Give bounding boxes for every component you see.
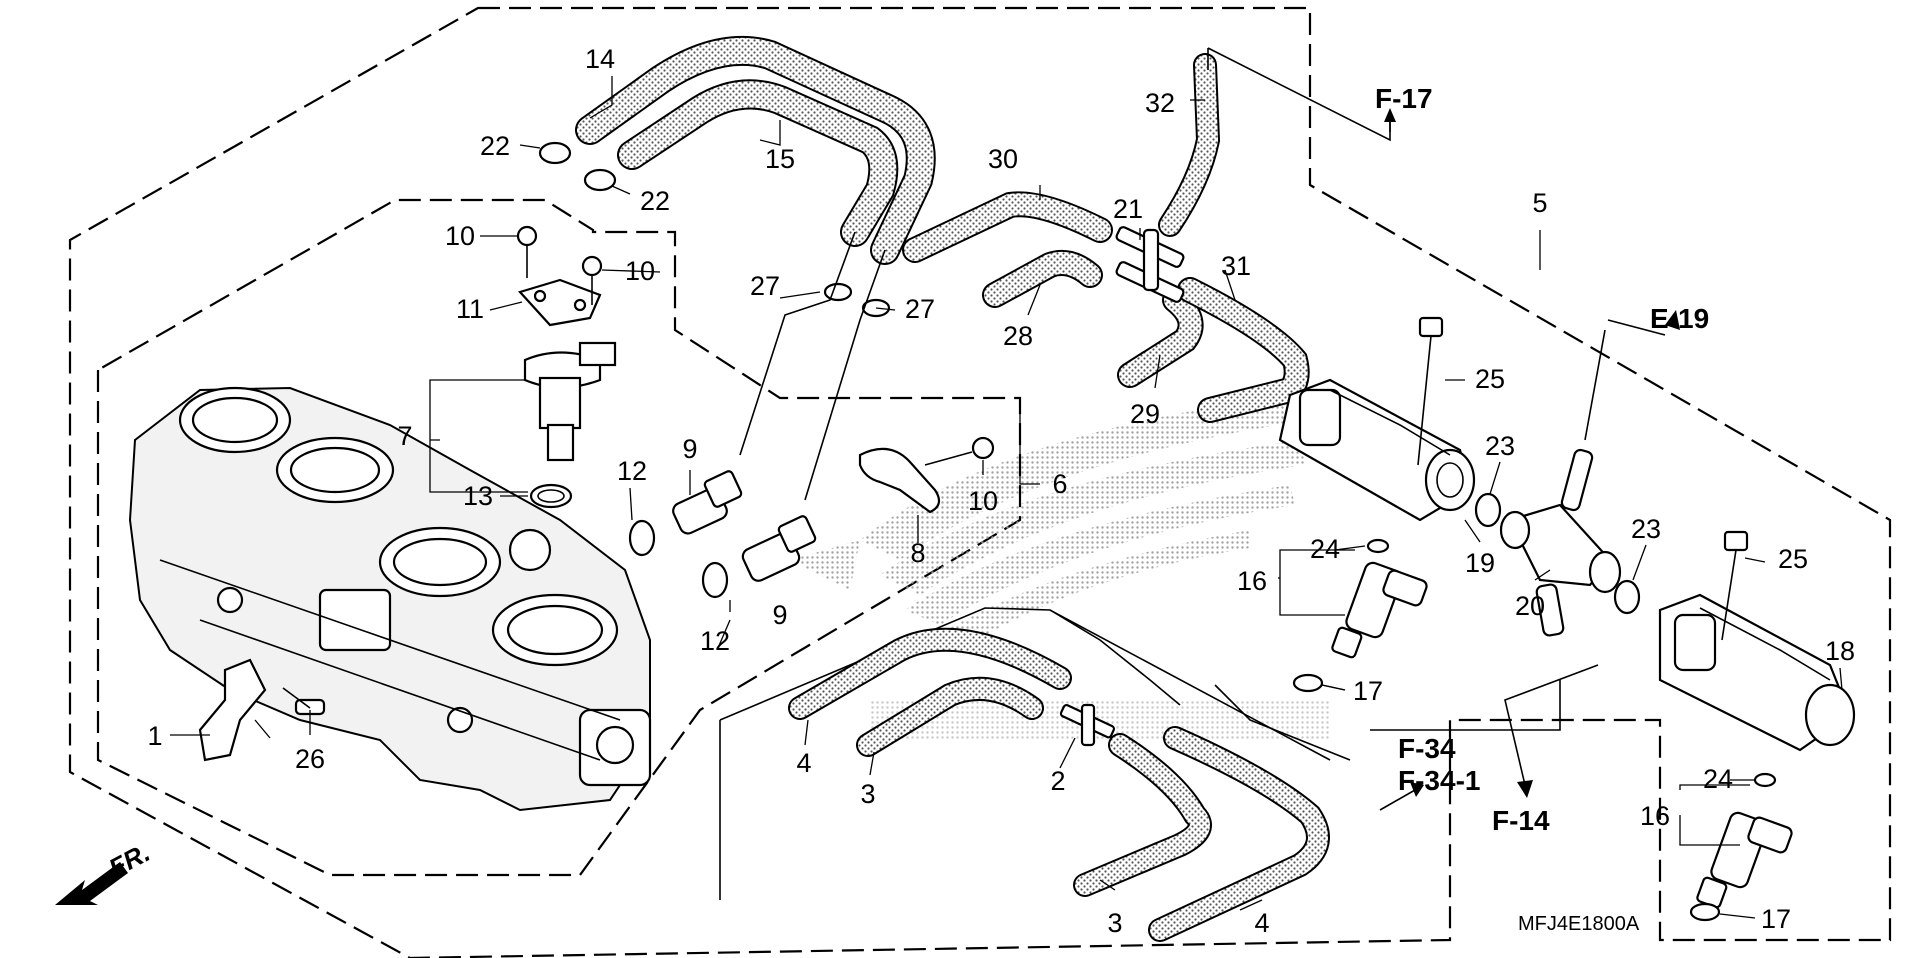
callout-10: 10 xyxy=(445,221,475,251)
vacuum-fitting-9-upper xyxy=(672,470,743,535)
callout-26: 26 xyxy=(295,744,325,774)
callout-3: 3 xyxy=(860,779,875,809)
callout-9: 9 xyxy=(682,434,697,464)
callout-28: 28 xyxy=(1003,321,1033,351)
o-ring-24-upper xyxy=(1366,538,1390,554)
callout-5: 5 xyxy=(1532,188,1547,218)
bolt-10-top xyxy=(516,225,538,278)
callout-29: 29 xyxy=(1130,399,1160,429)
front-direction-arrow xyxy=(55,862,128,905)
callout-21: 21 xyxy=(1113,194,1143,224)
callout-14: 14 xyxy=(585,44,615,74)
callout-24: 24 xyxy=(1703,764,1733,794)
callout-11: 11 xyxy=(456,294,484,324)
callout-10: 10 xyxy=(968,486,998,516)
throttle-body-assembly xyxy=(128,386,652,812)
callout-20: 20 xyxy=(1515,591,1545,621)
bolt-25-lower xyxy=(1721,530,1749,641)
callout-9: 9 xyxy=(772,600,787,630)
callout-24: 24 xyxy=(1310,534,1340,564)
ref-e-19: E-19 xyxy=(1650,303,1709,334)
bolt-10-mid xyxy=(581,255,603,305)
callout-22: 22 xyxy=(480,131,510,161)
callout-4: 4 xyxy=(796,748,811,778)
callout-25: 25 xyxy=(1778,544,1808,574)
callout-27: 27 xyxy=(750,271,780,301)
leader-lines xyxy=(170,76,1843,919)
callout-7: 7 xyxy=(397,421,412,451)
callout-6: 6 xyxy=(1052,469,1067,499)
callout-23: 23 xyxy=(1631,514,1661,544)
throttle-position-sensor xyxy=(518,278,617,509)
bracket-8 xyxy=(858,447,941,514)
clip-22-lower xyxy=(583,168,617,192)
callout-15: 15 xyxy=(765,144,795,174)
callout-19: 19 xyxy=(1465,548,1495,578)
ref-f-34: F-34 xyxy=(1398,733,1456,764)
seal-17-upper xyxy=(1292,673,1324,693)
clip-27-left xyxy=(823,282,853,302)
callout-30: 30 xyxy=(988,144,1018,174)
fuel-rail-19 xyxy=(1278,378,1476,522)
callout-32: 32 xyxy=(1145,88,1175,118)
callout-1: 1 xyxy=(147,721,162,751)
callout-8: 8 xyxy=(910,538,925,568)
callout-16: 16 xyxy=(1640,801,1670,831)
clip-22-upper xyxy=(538,141,572,165)
callout-17: 17 xyxy=(1761,904,1791,934)
seal-17-lower xyxy=(1689,902,1721,922)
callout-12: 12 xyxy=(617,456,647,486)
joint-2 xyxy=(1059,703,1116,747)
inner-boundary xyxy=(96,198,1022,877)
fuel-rail-18 xyxy=(1658,593,1856,752)
washer-12-lower xyxy=(701,561,729,599)
callout-31: 31 xyxy=(1221,251,1251,281)
callout-22: 22 xyxy=(640,186,670,216)
diagram-code: MFJ4E1800A xyxy=(1518,913,1640,935)
vacuum-fitting-9-lower xyxy=(741,515,817,582)
joint-21 xyxy=(1115,226,1185,303)
callout-10: 10 xyxy=(625,256,655,286)
o-ring-24-lower xyxy=(1753,772,1777,788)
callout-17: 17 xyxy=(1353,676,1383,706)
outer-boundary xyxy=(68,6,1892,958)
callout-12: 12 xyxy=(700,626,730,656)
injector-16-lower xyxy=(1696,811,1793,909)
ref-f-14: F-14 xyxy=(1492,805,1550,836)
callout-18: 18 xyxy=(1825,636,1855,666)
ref-f-17: F-17 xyxy=(1375,83,1433,114)
callout-labels: 1 2 3 3 4 4 5 6 7 8 9 9 10 10 10 11 12 1… xyxy=(147,44,1855,938)
fuel-joint-20 xyxy=(1499,329,1622,637)
bracket-1 xyxy=(198,658,267,762)
callout-16: 16 xyxy=(1237,566,1267,596)
washer-23-lower xyxy=(1613,579,1641,615)
bolt-25-upper xyxy=(1417,316,1444,466)
callout-2: 2 xyxy=(1050,766,1065,796)
callout-3: 3 xyxy=(1107,908,1122,938)
washer-23-upper xyxy=(1474,492,1502,528)
washer-12-upper xyxy=(628,519,656,557)
callout-23: 23 xyxy=(1485,431,1515,461)
injector-16-upper xyxy=(1331,561,1428,659)
callout-13: 13 xyxy=(463,481,493,511)
callout-4: 4 xyxy=(1254,908,1269,938)
callout-27: 27 xyxy=(905,294,935,324)
ref-f-34-1: F-34-1 xyxy=(1398,765,1480,796)
bolt-10-bracket xyxy=(924,436,995,466)
callout-25: 25 xyxy=(1475,364,1505,394)
